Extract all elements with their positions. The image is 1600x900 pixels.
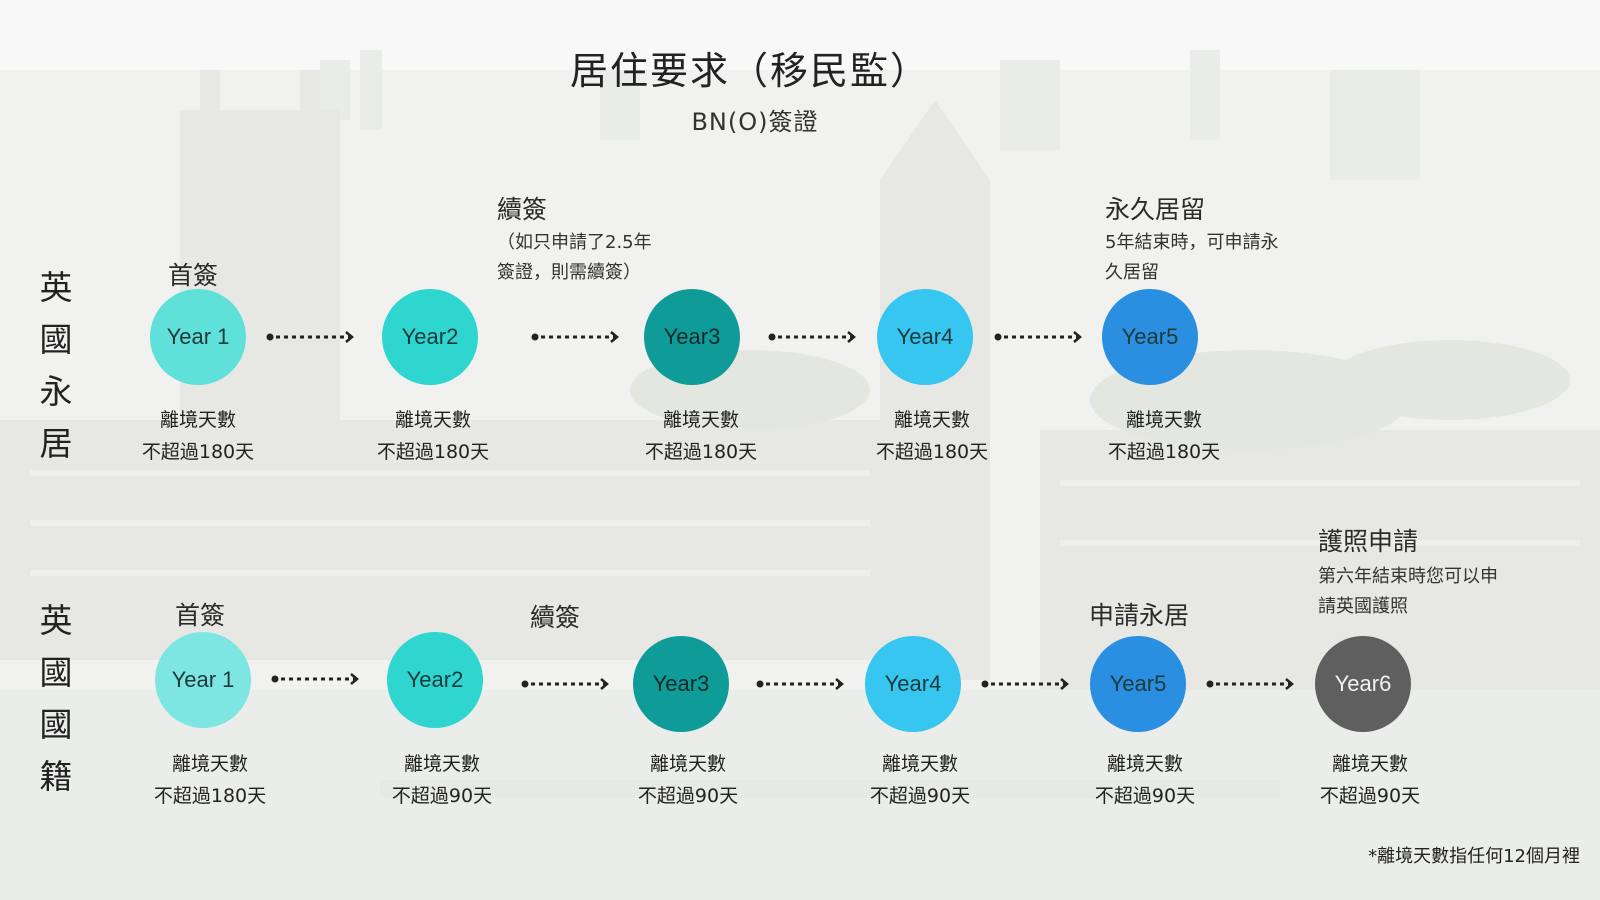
- arrow-icon: [271, 673, 359, 685]
- limit-line: 離境天數: [881, 753, 958, 775]
- limit-line: 不超過180天: [141, 441, 255, 463]
- limit-line: 離境天數: [159, 409, 236, 431]
- limit-line: 不超過180天: [1107, 441, 1221, 463]
- limit-line: 離境天數: [893, 409, 970, 431]
- year-circle: Year5: [1102, 289, 1198, 385]
- arrow-icon: [521, 678, 609, 690]
- stage-note: 5年結束時，可申請永久居留: [1105, 232, 1279, 283]
- stage-note: 第六年結束時您可以申請英國護照: [1318, 566, 1498, 617]
- absence-limit: 離境天數 不超過90天: [367, 748, 517, 812]
- stage-label: 續簽: [530, 603, 581, 632]
- stage-label: 首簽: [168, 261, 219, 290]
- arrow-icon: [266, 331, 354, 343]
- year-circle: Year 1: [155, 632, 251, 728]
- limit-line: 不超過180天: [376, 441, 490, 463]
- row-label-citizenship: 英國國籍: [39, 601, 73, 796]
- limit-line: 不超過90天: [869, 785, 971, 807]
- limit-line: 離境天數: [662, 409, 739, 431]
- absence-limit: 離境天數 不超過180天: [123, 404, 273, 468]
- absence-limit: 離境天數 不超過90天: [613, 748, 763, 812]
- limit-line: 離境天數: [171, 753, 248, 775]
- absence-limit: 離境天數 不超過180天: [1089, 404, 1239, 468]
- limit-line: 離境天數: [1106, 753, 1183, 775]
- limit-line: 離境天數: [1125, 409, 1202, 431]
- absence-limit: 離境天數 不超過90天: [1295, 748, 1445, 812]
- absence-limit: 離境天數 不超過180天: [626, 404, 776, 468]
- limit-line: 離境天數: [649, 753, 726, 775]
- limit-line: 離境天數: [1331, 753, 1408, 775]
- absence-limit: 離境天數 不超過180天: [358, 404, 508, 468]
- limit-line: 不超過180天: [153, 785, 267, 807]
- year-circle: Year2: [387, 632, 483, 728]
- year-circle: Year2: [382, 289, 478, 385]
- absence-limit: 離境天數 不超過180天: [135, 748, 285, 812]
- year-circle: Year5: [1090, 636, 1186, 732]
- stage-note: （如只申請了2.5年簽證，則需續簽）: [497, 232, 652, 283]
- arrow-icon: [756, 678, 844, 690]
- limit-line: 不超過90天: [1319, 785, 1421, 807]
- year-circle: Year4: [877, 289, 973, 385]
- row-label-permanent-residence: 英國永居: [39, 268, 73, 463]
- arrow-icon: [981, 678, 1069, 690]
- limit-line: 離境天數: [403, 753, 480, 775]
- year-circle: Year4: [865, 636, 961, 732]
- limit-line: 不超過180天: [644, 441, 758, 463]
- page-subtitle: BN(O)簽證: [691, 108, 819, 136]
- stage-label: 申請永居: [1089, 601, 1190, 630]
- page-title: 居住要求（移民監）: [569, 49, 930, 93]
- arrow-icon: [1206, 678, 1294, 690]
- stage-label: 首簽: [175, 601, 226, 630]
- limit-line: 不超過180天: [875, 441, 989, 463]
- limit-line: 離境天數: [394, 409, 471, 431]
- stage-label: 永久居留: [1105, 195, 1206, 224]
- year-circle: Year3: [633, 636, 729, 732]
- stage-label: 護照申請: [1318, 527, 1419, 556]
- arrow-icon: [531, 331, 619, 343]
- limit-line: 不超過90天: [1094, 785, 1196, 807]
- absence-limit: 離境天數 不超過180天: [857, 404, 1007, 468]
- absence-limit: 離境天數 不超過90天: [845, 748, 995, 812]
- absence-limit: 離境天數 不超過90天: [1070, 748, 1220, 812]
- year-circle: Year3: [644, 289, 740, 385]
- arrow-icon: [768, 331, 856, 343]
- year-circle: Year6: [1315, 636, 1411, 732]
- limit-line: 不超過90天: [391, 785, 493, 807]
- stage-label: 續簽: [497, 195, 548, 224]
- limit-line: 不超過90天: [637, 785, 739, 807]
- arrow-icon: [994, 331, 1082, 343]
- footnote: *離境天數指任何12個月裡: [1368, 846, 1580, 867]
- year-circle: Year 1: [150, 289, 246, 385]
